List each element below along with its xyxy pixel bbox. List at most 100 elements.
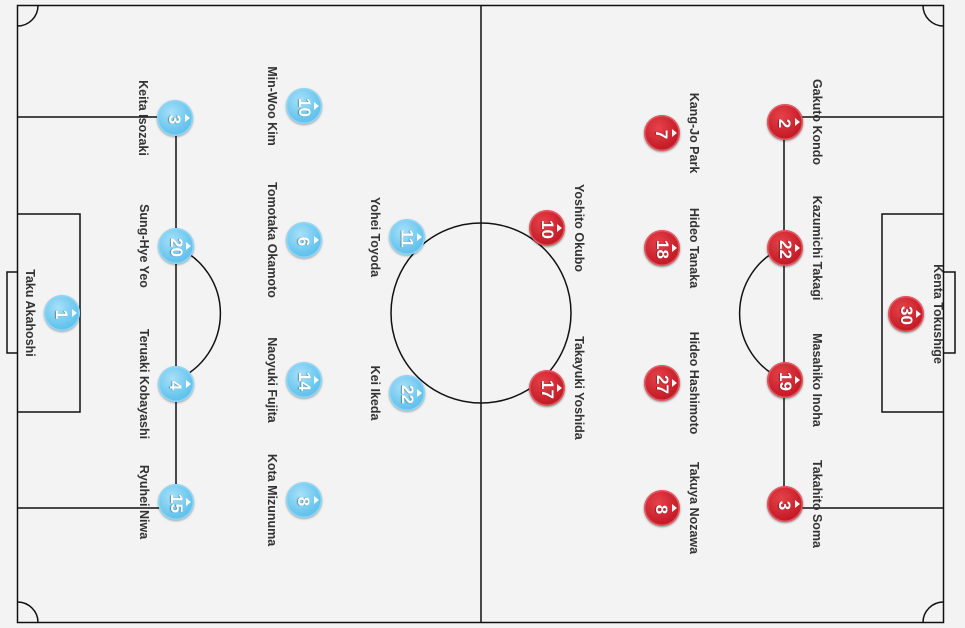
- player-name: Hideo Hashimoto: [687, 331, 701, 435]
- center-circle: [390, 222, 572, 404]
- player-number: 4: [166, 380, 186, 390]
- away-player-token[interactable]: 27: [644, 365, 680, 401]
- player-number: 2: [775, 118, 795, 128]
- corner-arc-bottom-left: [17, 601, 39, 623]
- home-player-token[interactable]: 14: [286, 362, 322, 398]
- direction-arrow-icon: [672, 244, 677, 252]
- home-player-token[interactable]: 4: [158, 366, 194, 402]
- away-player-token[interactable]: 2: [767, 104, 803, 140]
- direction-arrow-icon: [186, 498, 191, 506]
- home-player-token[interactable]: 15: [158, 484, 194, 520]
- player-number: 19: [775, 371, 795, 391]
- player-name: Hideo Tanaka: [687, 207, 701, 289]
- direction-arrow-icon: [314, 496, 319, 504]
- direction-arrow-icon: [186, 380, 191, 388]
- direction-arrow-icon: [672, 129, 677, 137]
- corner-arc-top-left: [17, 5, 39, 27]
- player-number: 27: [652, 374, 672, 394]
- player-name: Kazumichi Takagi: [810, 195, 824, 301]
- home-player-token[interactable]: 8: [286, 482, 322, 518]
- direction-arrow-icon: [672, 504, 677, 512]
- direction-arrow-icon: [557, 224, 562, 232]
- home-player-token[interactable]: 1: [44, 295, 80, 331]
- direction-arrow-icon: [417, 233, 422, 241]
- right-goal: [943, 271, 956, 354]
- direction-arrow-icon: [672, 379, 677, 387]
- player-number: 15: [166, 493, 186, 513]
- player-name: Teruaki Kobayashi: [137, 328, 151, 440]
- player-number: 1: [52, 309, 72, 319]
- player-number: 20: [166, 237, 186, 257]
- player-name: Ryuhei Niwa: [137, 464, 151, 540]
- corner-arc-top-right: [922, 5, 944, 27]
- direction-arrow-icon: [314, 102, 319, 110]
- home-player-token[interactable]: 11: [389, 219, 425, 255]
- direction-arrow-icon: [795, 500, 800, 508]
- player-name: Kei Ikeda: [368, 365, 382, 421]
- direction-arrow-icon: [314, 236, 319, 244]
- player-name: Taku Akahoshi: [23, 269, 37, 357]
- away-player-token[interactable]: 22: [767, 230, 803, 266]
- player-name: Naoyuki Fujita: [265, 337, 279, 423]
- direction-arrow-icon: [417, 389, 422, 397]
- left-goal: [6, 271, 18, 354]
- home-player-token[interactable]: 3: [157, 100, 193, 136]
- away-player-token[interactable]: 17: [529, 370, 565, 406]
- right-goal-area: [881, 213, 944, 413]
- direction-arrow-icon: [72, 309, 77, 317]
- home-player-token[interactable]: 20: [158, 228, 194, 264]
- away-player-token[interactable]: 30: [888, 296, 924, 332]
- direction-arrow-icon: [795, 376, 800, 384]
- right-penalty-area: [783, 116, 944, 509]
- away-player-token[interactable]: 3: [767, 486, 803, 522]
- player-name: Kenta Tokushige: [931, 264, 945, 364]
- direction-arrow-icon: [185, 114, 190, 122]
- direction-arrow-icon: [795, 244, 800, 252]
- player-number: 10: [294, 97, 314, 117]
- away-player-token[interactable]: 18: [644, 230, 680, 266]
- player-number: 30: [896, 305, 916, 325]
- player-name: Keita Isozaki: [136, 80, 150, 156]
- player-number: 6: [294, 236, 314, 246]
- player-name: Yohei Toyoda: [368, 196, 382, 278]
- player-name: Masahiko Inoha: [810, 333, 824, 427]
- player-name: Tomotaka Okamoto: [265, 182, 279, 298]
- direction-arrow-icon: [314, 376, 319, 384]
- player-name: Takuya Nozawa: [687, 461, 701, 555]
- player-number: 8: [294, 496, 314, 506]
- left-goal-area: [17, 213, 81, 413]
- player-number: 14: [294, 371, 314, 391]
- player-name: Takahito Soma: [810, 460, 824, 548]
- player-number: 3: [775, 500, 795, 510]
- player-name: Yoshito Okubo: [572, 184, 586, 272]
- player-number: 7: [652, 129, 672, 139]
- player-number: 22: [397, 384, 417, 404]
- left-penalty-arc: [175, 246, 222, 381]
- player-number: 8: [652, 504, 672, 514]
- direction-arrow-icon: [916, 310, 921, 318]
- home-player-token[interactable]: 10: [286, 88, 322, 124]
- player-name: Gakuto Kondo: [810, 78, 824, 166]
- direction-arrow-icon: [186, 242, 191, 250]
- left-penalty-area: [17, 116, 177, 509]
- player-number: 11: [397, 229, 417, 247]
- player-number: 18: [652, 239, 672, 259]
- player-number: 17: [537, 379, 557, 399]
- away-player-token[interactable]: 10: [529, 210, 565, 246]
- home-player-token[interactable]: 6: [286, 222, 322, 258]
- player-number: 10: [537, 219, 557, 239]
- player-name: Kota Mizunuma: [265, 453, 279, 547]
- player-number: 3: [165, 114, 185, 124]
- away-player-token[interactable]: 8: [644, 490, 680, 526]
- direction-arrow-icon: [795, 118, 800, 126]
- away-player-token[interactable]: 19: [767, 362, 803, 398]
- right-penalty-arc: [738, 246, 785, 381]
- away-player-token[interactable]: 7: [644, 115, 680, 151]
- corner-arc-bottom-right: [922, 601, 944, 623]
- player-number: 22: [775, 239, 795, 259]
- home-player-token[interactable]: 22: [389, 375, 425, 411]
- player-name: Min-Woo Kim: [265, 66, 279, 146]
- player-name: Sung-Hye Yeo: [137, 204, 151, 288]
